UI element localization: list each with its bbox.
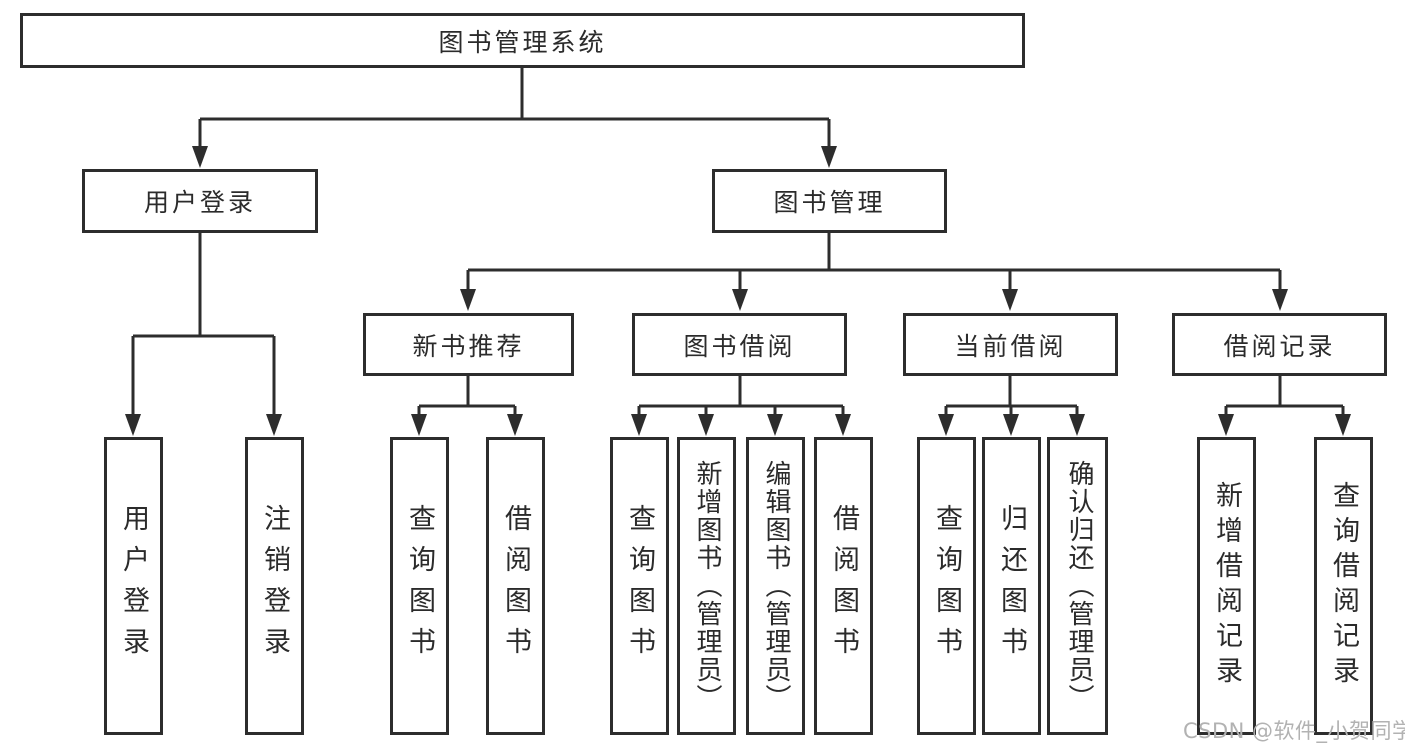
connector-root-to-level1 xyxy=(192,68,837,168)
leaf-add-borrow-record: 新增借阅记录 xyxy=(1197,437,1256,735)
connector-records-to-leaves xyxy=(1218,376,1351,436)
leaf-query-borrow-record: 查询借阅记录 xyxy=(1314,437,1373,735)
leaf-borrow-books: 借阅图书 xyxy=(486,437,545,735)
connector-borrowing-to-leaves xyxy=(631,376,851,436)
node-new-book-recommendation: 新书推荐 xyxy=(363,313,574,376)
leaf-confirm-return-admin: 确认归还（管理员） xyxy=(1047,437,1108,735)
arrow-down-icon xyxy=(266,414,282,436)
arrow-down-icon xyxy=(698,414,714,436)
arrow-down-icon xyxy=(192,146,208,168)
leaf-borrow-books-2: 借阅图书 xyxy=(814,437,873,735)
leaf-return-books: 归还图书 xyxy=(982,437,1041,735)
arrow-down-icon xyxy=(507,414,523,436)
connector-book-management-to-level2 xyxy=(460,233,1288,311)
leaf-add-books-admin: 新增图书（管理员） xyxy=(677,437,736,735)
node-borrowing-records: 借阅记录 xyxy=(1172,313,1387,376)
arrow-down-icon xyxy=(631,414,647,436)
leaf-query-books: 查询图书 xyxy=(390,437,449,735)
node-library-management-system: 图书管理系统 xyxy=(20,13,1025,68)
leaf-query-books-3: 查询图书 xyxy=(917,437,976,735)
node-book-borrowing: 图书借阅 xyxy=(632,313,847,376)
node-book-management: 图书管理 xyxy=(712,169,947,233)
arrow-down-icon xyxy=(1002,289,1018,311)
node-user-login: 用户登录 xyxy=(82,169,318,233)
arrow-down-icon xyxy=(1335,414,1351,436)
leaf-logout: 注销登录 xyxy=(245,437,304,735)
arrow-down-icon xyxy=(938,414,954,436)
arrow-down-icon xyxy=(1218,414,1234,436)
arrow-down-icon xyxy=(1272,289,1288,311)
arrow-down-icon xyxy=(821,146,837,168)
connector-user-login-to-leaves xyxy=(125,233,282,436)
arrow-down-icon xyxy=(411,414,427,436)
arrow-down-icon xyxy=(1069,414,1085,436)
arrow-down-icon xyxy=(732,289,748,311)
arrow-down-icon xyxy=(125,414,141,436)
arrow-down-icon xyxy=(767,414,783,436)
leaf-edit-books-admin: 编辑图书（管理员） xyxy=(746,437,805,735)
arrow-down-icon xyxy=(835,414,851,436)
leaf-query-books-2: 查询图书 xyxy=(610,437,669,735)
leaf-user-login: 用户登录 xyxy=(104,437,163,735)
connector-current-to-leaves xyxy=(938,376,1085,436)
watermark: CSDN @软件_小贺同学 xyxy=(1183,719,1405,743)
arrow-down-icon xyxy=(1003,414,1019,436)
node-current-borrowing: 当前借阅 xyxy=(903,313,1118,376)
arrow-down-icon xyxy=(460,289,476,311)
connector-recommendation-to-leaves xyxy=(411,376,523,436)
